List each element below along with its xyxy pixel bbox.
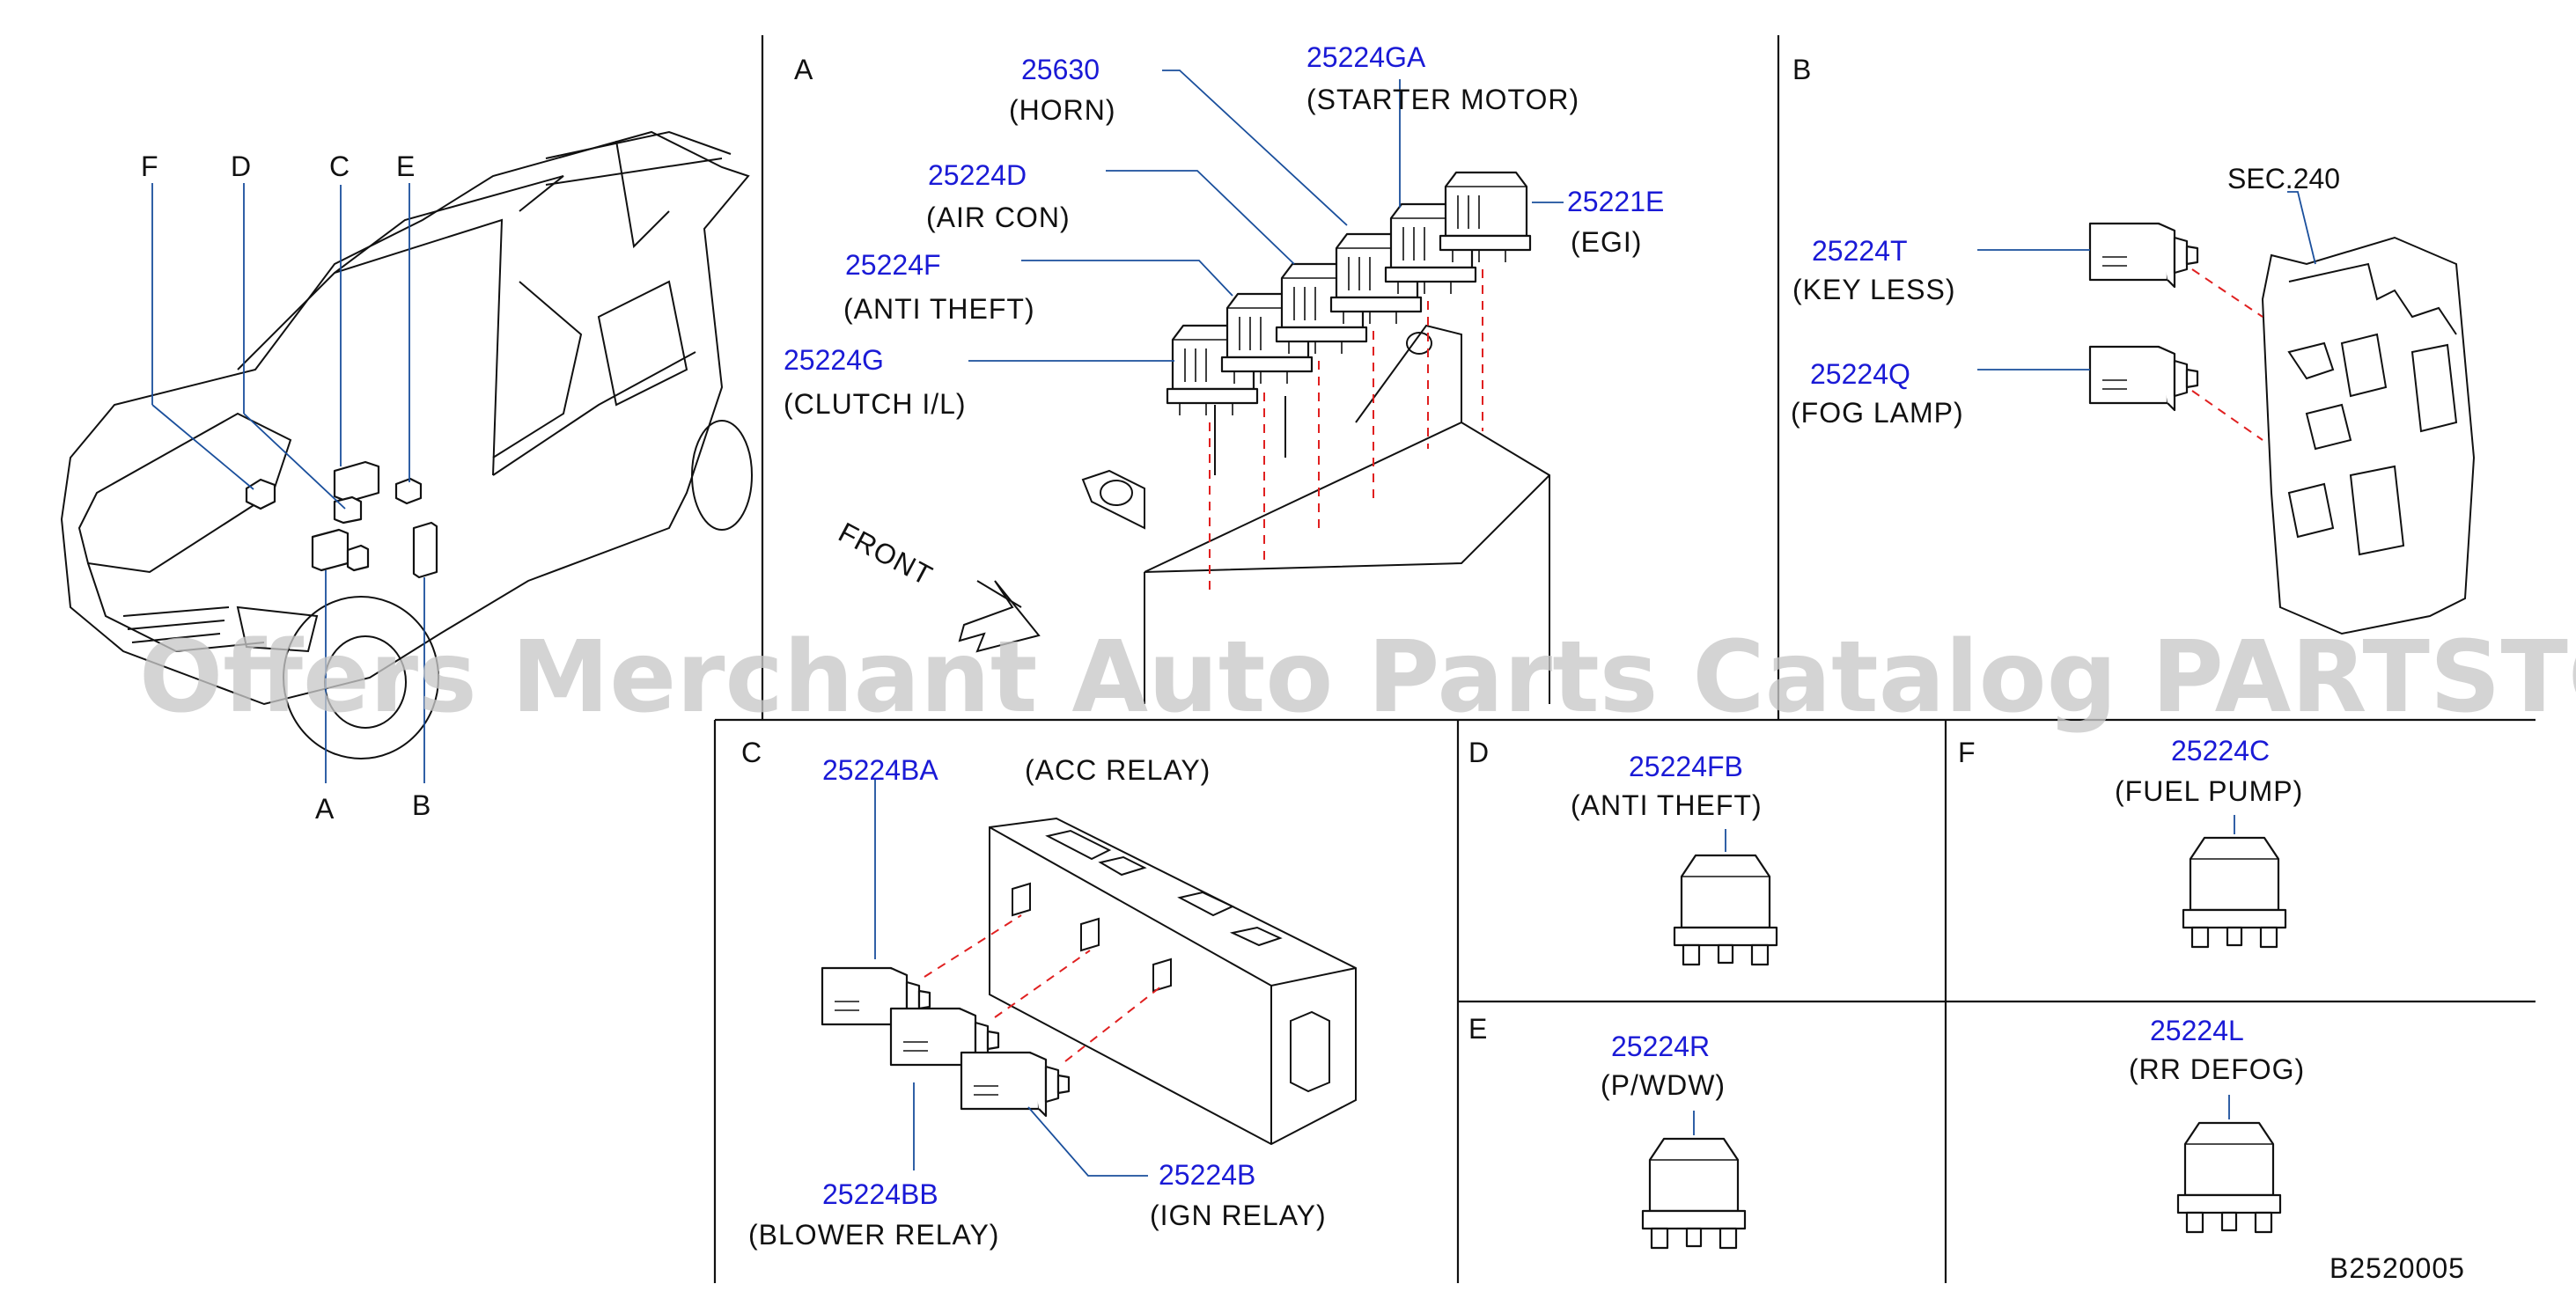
desc-blower: (BLOWER RELAY) (748, 1219, 999, 1251)
diagram-id: B2520005 (2329, 1252, 2465, 1284)
panel-b: B SEC.240 25224T (KEY LESS) 25224Q (FOG … (1791, 54, 2476, 635)
part-number-clutch: 25224G (784, 344, 884, 376)
part-number-aircon: 25224D (928, 159, 1027, 191)
desc-ign: (IGN RELAY) (1150, 1200, 1327, 1231)
desc-f: (FUEL PUMP) (2115, 775, 2303, 807)
panel-e-label: E (1468, 1013, 1488, 1045)
panel-d-label: D (1468, 737, 1490, 768)
desc-e: (P/WDW) (1601, 1069, 1726, 1101)
vehicle-illustration (60, 130, 753, 783)
desc-horn: (HORN) (1009, 94, 1116, 126)
desc-rr: (RR DEFOG) (2129, 1053, 2305, 1085)
desc-aircon: (AIR CON) (926, 202, 1071, 233)
part-number-ign: 25224B (1159, 1159, 1255, 1191)
part-number-keyless: 25224T (1812, 235, 1908, 267)
sec-240-label: SEC.240 (2227, 163, 2340, 194)
callout-a: A (315, 793, 335, 825)
part-number-starter: 25224GA (1306, 41, 1426, 73)
desc-keyless: (KEY LESS) (1792, 274, 1955, 305)
desc-foglamp: (FOG LAMP) (1791, 397, 1964, 429)
part-number-d: 25224FB (1629, 751, 1743, 782)
desc-egi: (EGI) (1571, 226, 1642, 258)
panel-rr-defog: 25224L (RR DEFOG) (2129, 1015, 2305, 1234)
callout-e: E (396, 150, 416, 182)
panel-d: D 25224FB (ANTI THEFT) (1468, 737, 1778, 966)
panel-e: E 25224R (P/WDW) (1468, 1013, 1747, 1250)
section-borders (713, 35, 2536, 1283)
part-number-blower: 25224BB (822, 1178, 938, 1210)
part-number-foglamp: 25224Q (1810, 358, 1910, 390)
part-number-horn: 25630 (1021, 54, 1100, 85)
desc-d: (ANTI THEFT) (1571, 789, 1763, 821)
vehicle-callouts: F D C E A B (141, 150, 431, 825)
desc-antitheft: (ANTI THEFT) (843, 293, 1035, 325)
desc-clutch: (CLUTCH I/L) (784, 388, 967, 420)
callout-f: F (141, 150, 159, 182)
panel-f-label: F (1958, 737, 1976, 768)
part-number-antitheft: 25224F (845, 249, 941, 281)
desc-acc: (ACC RELAY) (1025, 754, 1211, 786)
panel-a-label: A (794, 54, 813, 85)
part-number-f: 25224C (2171, 735, 2270, 767)
desc-starter: (STARTER MOTOR) (1306, 84, 1579, 115)
part-number-rr: 25224L (2150, 1015, 2244, 1046)
callout-c: C (329, 150, 350, 182)
panel-f: F 25224C (FUEL PUMP) (1958, 735, 2303, 949)
watermark: Offers Merchant Auto Parts Catalog PARTS… (139, 620, 2576, 735)
callout-b: B (412, 789, 431, 821)
panel-a: A FRONT 25630 (HORN) (784, 41, 1664, 704)
panel-c: C 25224BA (ACC RELAY) 25224BB (BLOWER RE… (741, 737, 1357, 1251)
panel-c-label: C (741, 737, 762, 768)
part-number-egi: 25221E (1567, 186, 1664, 217)
part-number-e: 25224R (1611, 1031, 1710, 1062)
callout-d: D (231, 150, 252, 182)
part-number-acc: 25224BA (822, 754, 938, 786)
front-label: FRONT (834, 516, 938, 591)
panel-b-label: B (1792, 54, 1812, 85)
